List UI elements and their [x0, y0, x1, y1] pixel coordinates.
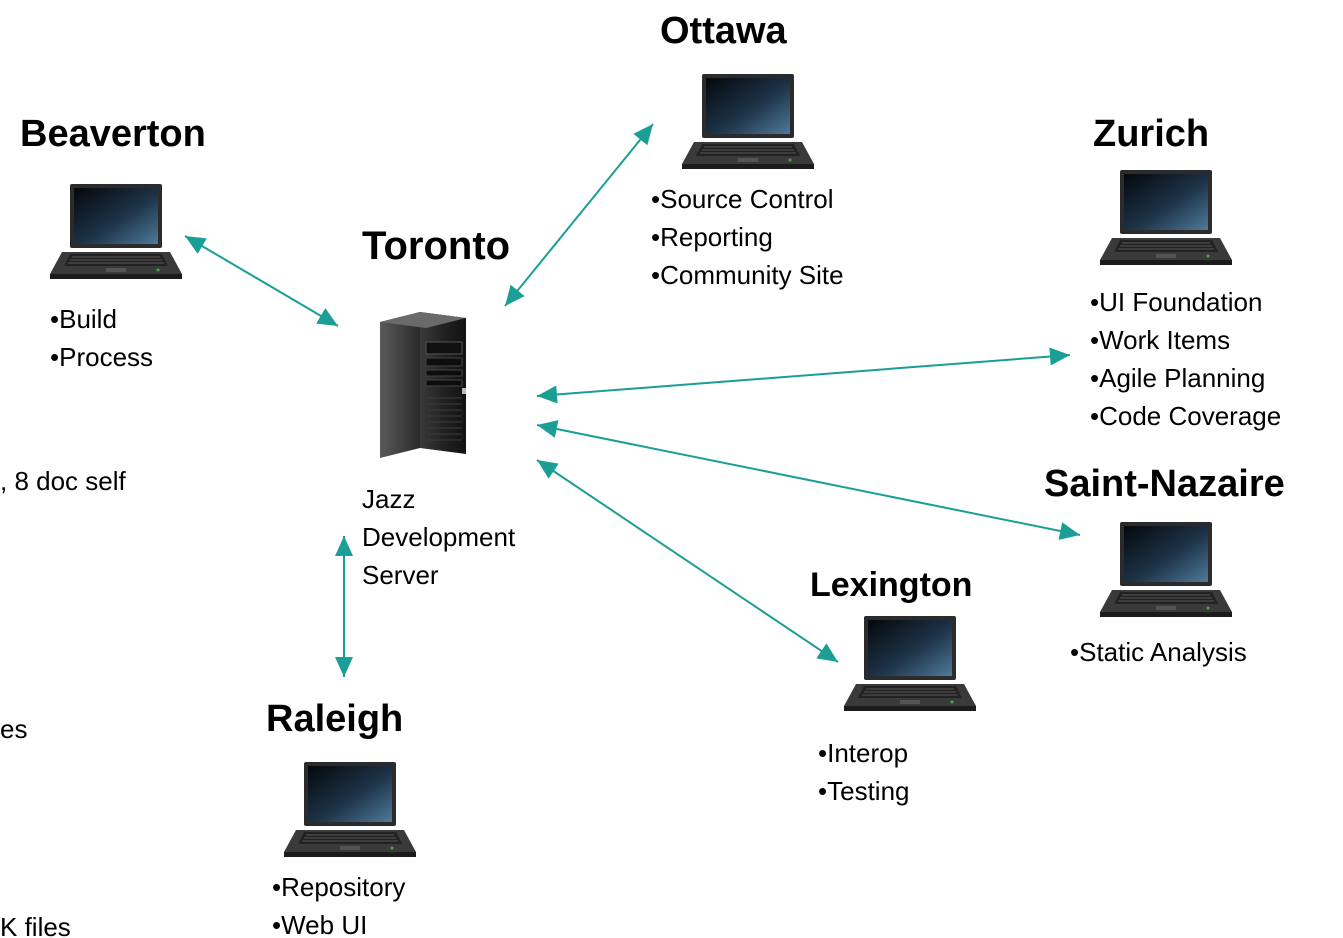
connector-saint-nazaire: [536, 424, 1081, 536]
ottawa-laptop-icon: [680, 72, 816, 177]
lexington-title: Lexington: [810, 566, 973, 604]
arrowhead-ottawa: [633, 124, 653, 146]
list-item: •Agile Planning: [1090, 363, 1266, 393]
beaverton-laptop-icon: [48, 182, 184, 287]
beaverton-list: •Build •Process: [50, 300, 153, 376]
arrowhead-saint-nazaire: [1058, 522, 1080, 540]
list-item: •Process: [50, 342, 154, 372]
connector-zurich: [536, 354, 1071, 397]
list-item: •Work Items: [1090, 325, 1231, 355]
zurich-list: •UI Foundation •Work Items •Agile Planni…: [1090, 283, 1281, 435]
arrowhead-ottawa: [505, 284, 525, 306]
server-caption-line: Server: [362, 560, 439, 590]
lexington-list: •Interop •Testing: [818, 734, 909, 810]
beaverton-title: Beaverton: [20, 113, 206, 155]
arrowhead-raleigh: [335, 536, 353, 556]
raleigh-title: Raleigh: [266, 698, 404, 740]
list-item: •Interop: [818, 738, 909, 768]
list-item: •Static Analysis: [1070, 637, 1247, 667]
raleigh-laptop-icon: [282, 760, 418, 865]
arrowhead-lexington: [537, 460, 559, 479]
server-caption: Jazz Development Server: [362, 480, 515, 594]
server-caption-line: Jazz: [362, 484, 416, 514]
arrowhead-zurich: [537, 385, 558, 404]
server-caption-line: Development: [362, 522, 516, 552]
list-item: •Source Control: [651, 184, 834, 214]
left-text-fragment: es: [0, 714, 28, 744]
saint-nazaire-title: Saint-Nazaire: [1044, 463, 1285, 505]
zurich-laptop-icon: [1098, 168, 1234, 273]
ottawa-list: •Source Control •Reporting •Community Si…: [651, 180, 844, 294]
raleigh-list: •Repository •Web UI: [272, 868, 405, 938]
arrowhead-lexington: [816, 643, 838, 662]
connector-ottawa: [504, 123, 654, 307]
connector-lexington: [536, 459, 839, 663]
arrowhead-beaverton: [316, 308, 338, 326]
left-text-fragment: , 8 doc self: [0, 466, 126, 496]
arrowhead-saint-nazaire: [537, 420, 559, 438]
zurich-title: Zurich: [1093, 113, 1210, 155]
left-text-fragment: K files: [0, 912, 71, 938]
saint-nazaire-list: •Static Analysis: [1070, 633, 1247, 671]
list-item: •Build: [50, 304, 117, 334]
list-item: •Community Site: [651, 260, 844, 290]
arrowhead-zurich: [1049, 347, 1070, 366]
list-item: •Reporting: [651, 222, 773, 252]
list-item: •Web UI: [272, 910, 368, 938]
connector-beaverton: [184, 235, 339, 327]
list-item: •UI Foundation: [1090, 287, 1263, 317]
list-item: •Repository: [272, 872, 406, 902]
toronto-title: Toronto: [362, 224, 511, 268]
server-icon: [374, 308, 478, 465]
arrowhead-beaverton: [185, 236, 207, 254]
arrowhead-raleigh: [335, 657, 353, 677]
saint-nazaire-laptop-icon: [1098, 520, 1234, 625]
ottawa-title: Ottawa: [660, 10, 787, 52]
list-item: •Code Coverage: [1090, 401, 1282, 431]
list-item: •Testing: [818, 776, 910, 806]
lexington-laptop-icon: [842, 614, 978, 719]
